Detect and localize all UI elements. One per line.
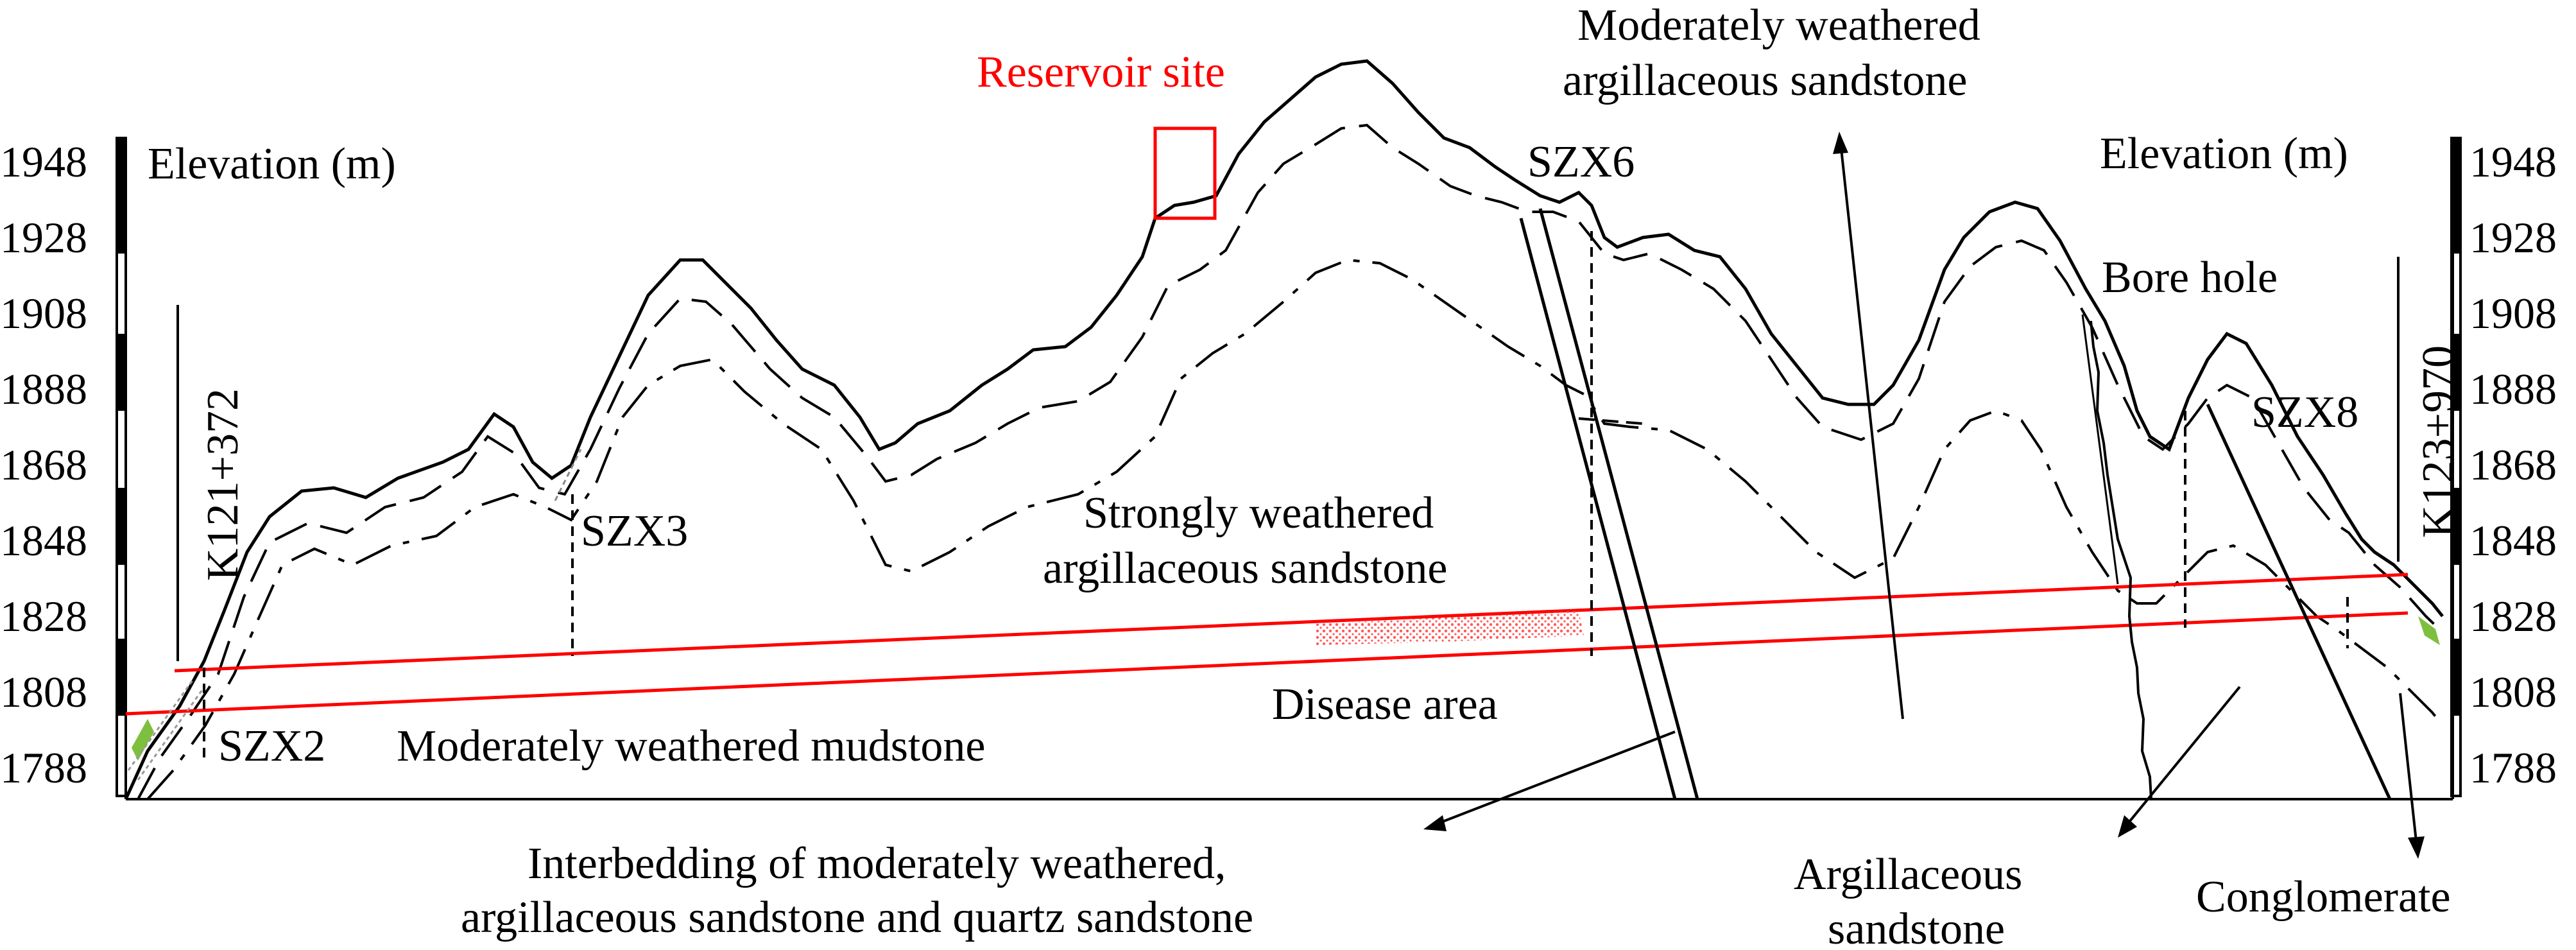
tick-1868-right: 1868	[2469, 440, 2557, 489]
tick-1848-left: 1848	[0, 516, 87, 565]
left-axis-title: Elevation (m)	[148, 139, 396, 189]
reservoir-site-marker	[1153, 126, 1217, 220]
reservoir-site-label: Reservoir site	[977, 48, 1225, 97]
tick-1828-left: 1828	[0, 592, 87, 641]
interbedding-label-2: argillaceous sandstone and quartz sandst…	[461, 893, 1253, 942]
mod-weathered-sandstone-pointer	[1839, 142, 1904, 720]
borehole-szx8-label: SZX8	[2251, 388, 2358, 437]
strong-weathering-boundary	[137, 123, 2444, 800]
borehole-szx2-label: SZX2	[218, 721, 325, 771]
interbedding-label-1: Interbedding of moderately weathered,	[528, 839, 1226, 888]
borehole-szx6-label: SZX6	[1527, 137, 1635, 187]
moderate-weathering-boundary	[146, 258, 2444, 800]
left-scale-bar	[116, 137, 127, 797]
tick-1948-right: 1948	[2469, 137, 2557, 186]
tick-1808-left: 1808	[0, 668, 87, 716]
station-label-left: K121+372	[198, 388, 248, 581]
tick-1788-right: 1788	[2469, 743, 2557, 792]
argillaceous-arrowhead	[2118, 815, 2137, 838]
tick-1888-right: 1888	[2469, 365, 2557, 413]
argillaceous-pointer	[2123, 686, 2241, 829]
tick-1828-right: 1828	[2469, 592, 2557, 641]
mudstone-label: Moderately weathered mudstone	[397, 721, 985, 771]
left-green-patch	[132, 719, 154, 761]
disease-area-label: Disease area	[1272, 680, 1498, 729]
szx3-hatch	[554, 449, 582, 501]
strongly-weathered-label-1: Strongly weathered	[1083, 488, 1434, 538]
mod-weathered-sandstone-label-2: argillaceous sandstone	[1563, 56, 1967, 105]
conglomerate-arrowhead	[2408, 836, 2425, 859]
station-label-right: K123+970	[2414, 345, 2463, 538]
disease-area-zone	[1316, 611, 1584, 645]
tick-1808-right: 1808	[2469, 668, 2557, 716]
left-hatch-1	[127, 680, 194, 771]
tick-1908-right: 1908	[2469, 289, 2557, 338]
borehole-szx3-label: SZX3	[581, 506, 688, 556]
szx6-hatch	[1578, 417, 1644, 425]
conglomerate-pointer	[2399, 693, 2418, 848]
fault-line-b	[1538, 208, 1699, 800]
sliding-surface-lower	[125, 611, 2409, 716]
argillaceous-sandstone-label-2: sandstone	[1828, 904, 2005, 950]
bore-hole-left-edge	[2081, 314, 2119, 585]
tick-1868-left: 1868	[0, 440, 87, 489]
strongly-weathered-label-2: argillaceous sandstone	[1043, 544, 1447, 593]
left-tick-labels: 1948 1928 1908 1888 1868 1848 1828 1808 …	[0, 137, 87, 792]
tick-1908-left: 1908	[0, 289, 87, 338]
fault-line-a	[1519, 218, 1677, 800]
tick-1888-left: 1888	[0, 365, 87, 413]
right-green-patch	[2418, 616, 2440, 645]
right-axis-title: Elevation (m)	[2100, 129, 2348, 178]
sliding-surface-upper	[174, 573, 2409, 673]
tick-1948-left: 1948	[0, 137, 87, 186]
tick-1928-right: 1928	[2469, 213, 2557, 262]
tick-1848-right: 1848	[2469, 516, 2557, 565]
ground-surface-profile	[124, 59, 2444, 800]
conglomerate-boundary	[2206, 403, 2392, 800]
tick-1788-left: 1788	[0, 743, 87, 792]
interbedding-pointer	[1434, 730, 1676, 826]
mod-weathered-sandstone-label-1: Moderately weathered	[1577, 1, 1980, 50]
tick-1928-left: 1928	[0, 213, 87, 262]
bore-hole-boundary	[2090, 320, 2152, 800]
mod-weathered-sandstone-arrowhead	[1833, 132, 1848, 154]
bore-hole-label: Bore hole	[2102, 253, 2278, 302]
argillaceous-sandstone-label-1: Argillaceous	[1794, 850, 2022, 899]
conglomerate-label: Conglomerate	[2196, 872, 2451, 922]
right-tick-labels: 1948 1928 1908 1888 1868 1848 1828 1808 …	[2469, 137, 2557, 792]
interbedding-arrowhead	[1423, 815, 1447, 831]
left-hatch-2	[137, 689, 203, 781]
